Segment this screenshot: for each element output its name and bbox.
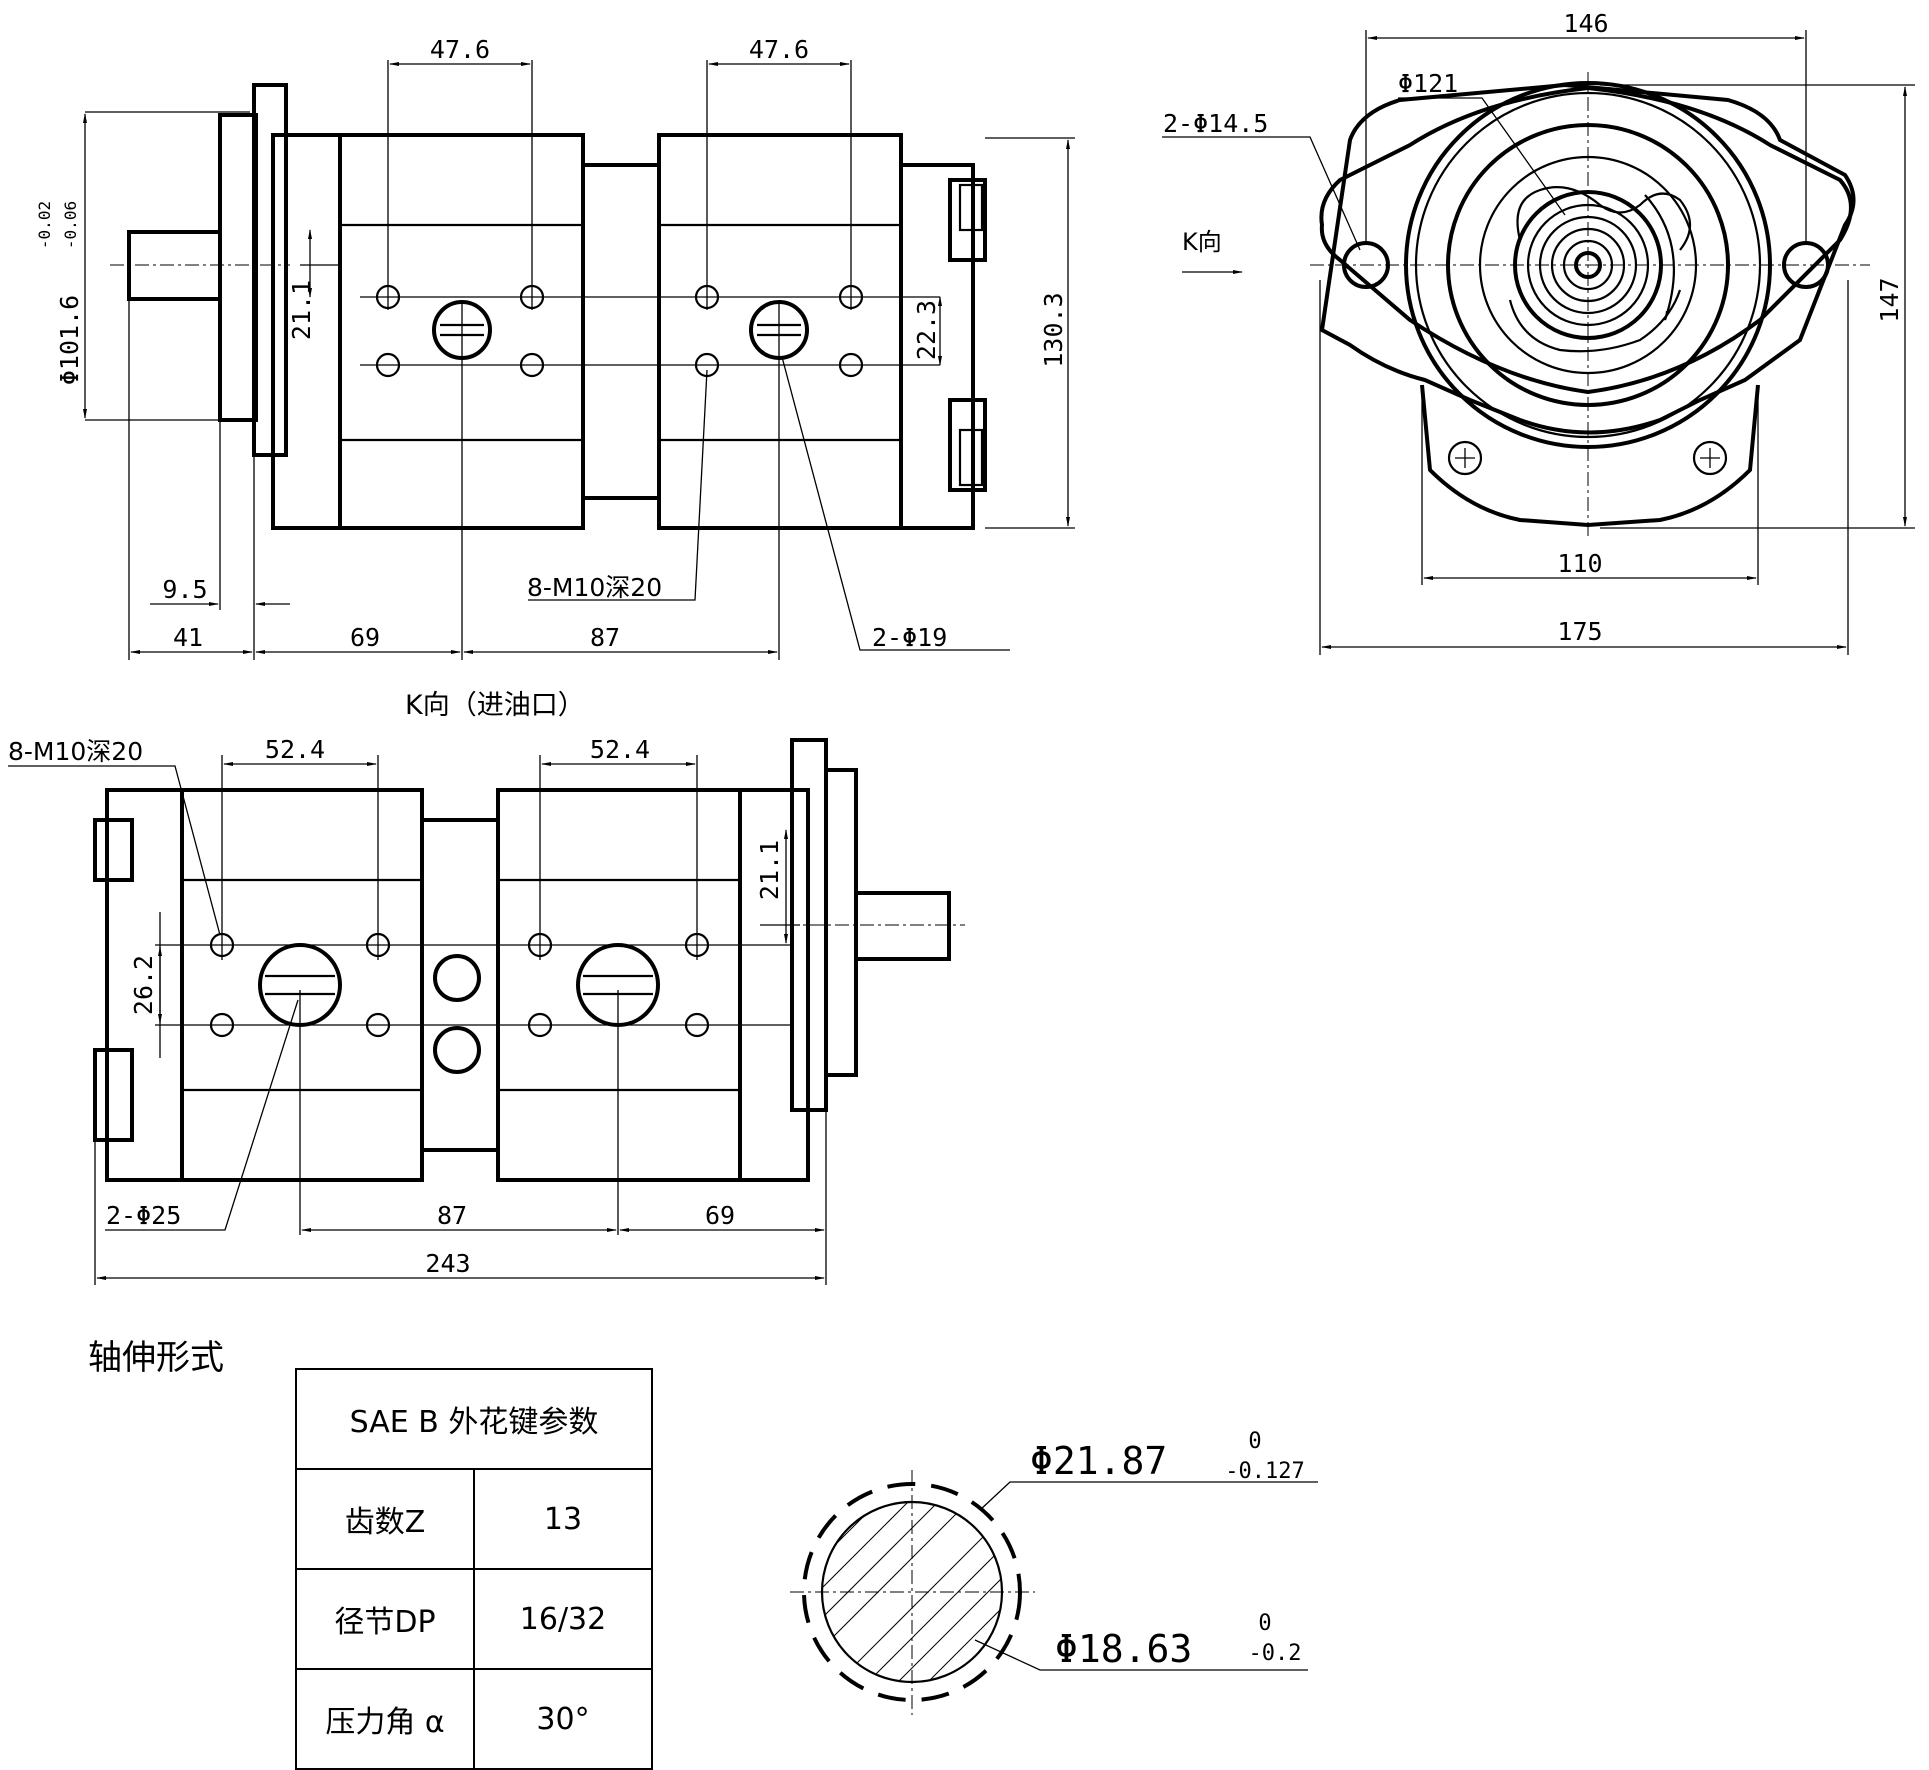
end-view: 146 Φ121 2-Φ14.5 K向 147 110 175 <box>1162 9 1915 655</box>
spline-section: Φ21.87 0 -0.127 Φ18.63 0 -0.2 <box>790 1429 1318 1715</box>
dim-end-height: 147 <box>1875 277 1904 322</box>
shaft-spec-title: 轴伸形式 <box>88 1338 224 1378</box>
dim-pilot: Φ121 <box>1398 69 1458 98</box>
spline-root-diameter: Φ18.63 <box>1055 1627 1192 1671</box>
dim-pilot-diameter: Φ101.6 <box>55 295 84 385</box>
row-label: 径节DP <box>295 1568 475 1670</box>
spline-root-tol-lower: -0.2 <box>1249 1641 1302 1666</box>
tol-upper: -0.02 <box>35 201 54 249</box>
dim-width-overall: 175 <box>1557 617 1602 646</box>
flange-outline <box>1319 82 1856 435</box>
thread-holes <box>375 284 864 378</box>
dim-hole-pitch-right: 47.6 <box>749 35 809 64</box>
k-shaft <box>854 891 951 961</box>
tol-lower: -0.06 <box>61 201 80 249</box>
k-rear-body <box>180 788 424 1182</box>
label-mount-holes: 2-Φ14.5 <box>1163 109 1268 138</box>
row-label: 压力角 α <box>295 1668 475 1770</box>
front-pump-body <box>271 133 585 530</box>
k-dim-port-spacing: 87 <box>437 1201 467 1230</box>
row-label: 齿数Z <box>295 1468 475 1570</box>
dim-width-lower: 110 <box>1557 549 1602 578</box>
dim-height: 130.3 <box>1039 292 1068 367</box>
k-dim-hole-pitch-left: 52.4 <box>265 735 325 764</box>
dim-bolt-span: 146 <box>1563 9 1608 38</box>
table-header-row: SAE B 外花键参数 <box>295 1368 653 1470</box>
spline-outer-tol-upper: 0 <box>1248 1429 1261 1454</box>
table-row: 压力角 α 30° <box>295 1668 653 1770</box>
k-dim-port-to-flange: 69 <box>705 1201 735 1230</box>
k-view-caption: K向（进油口） <box>405 690 585 721</box>
table-row: 径节DP 16/32 <box>295 1568 653 1670</box>
row-value: 30° <box>473 1668 653 1770</box>
dim-hole-pitch-left: 47.6 <box>430 35 490 64</box>
k-view: K向（进油口） <box>8 690 965 1285</box>
spline-spec-table: SAE B 外花键参数 齿数Z 13 径节DP 16/32 压力角 α 30° <box>295 1368 653 1770</box>
label-port-diameter: 2-Φ19 <box>872 623 947 652</box>
dim-port-spacing: 87 <box>590 623 620 652</box>
dim-shaft-length: 41 <box>173 623 203 652</box>
top-view: 47.6 47.6 Φ101.6 -0.02 -0.06 21.1 22.3 1… <box>35 35 1075 660</box>
k-dim-vertical-pitch: 26.2 <box>129 955 158 1015</box>
mounting-flange <box>218 113 258 422</box>
spline-outer-diameter: Φ21.87 <box>1030 1439 1167 1483</box>
spline-root-tol-upper: 0 <box>1258 1611 1271 1636</box>
row-value: 13 <box>473 1468 653 1570</box>
dim-offset-left: 21.1 <box>287 280 316 340</box>
k-label-thread-holes: 8-M10深20 <box>8 737 143 766</box>
spline-outer-tol-lower: -0.127 <box>1225 1459 1304 1484</box>
k-dim-overall-length: 243 <box>425 1249 470 1278</box>
label-k-direction: K向 <box>1182 228 1222 256</box>
dim-offset-right: 22.3 <box>912 300 941 360</box>
k-dim-hole-pitch-right: 52.4 <box>590 735 650 764</box>
table-row: 齿数Z 13 <box>295 1468 653 1570</box>
k-label-port-diameter: 2-Φ25 <box>106 1201 181 1230</box>
row-value: 16/32 <box>473 1568 653 1670</box>
label-thread-holes: 8-M10深20 <box>527 573 662 602</box>
rear-pump-body <box>657 133 903 530</box>
end-cover <box>899 163 975 530</box>
table-header: SAE B 外花键参数 <box>295 1368 653 1470</box>
dim-flange-to-port1: 69 <box>350 623 380 652</box>
dim-flange-thickness: 9.5 <box>162 575 207 604</box>
k-front-body <box>496 788 742 1182</box>
k-dim-offset: 21.1 <box>755 840 784 900</box>
